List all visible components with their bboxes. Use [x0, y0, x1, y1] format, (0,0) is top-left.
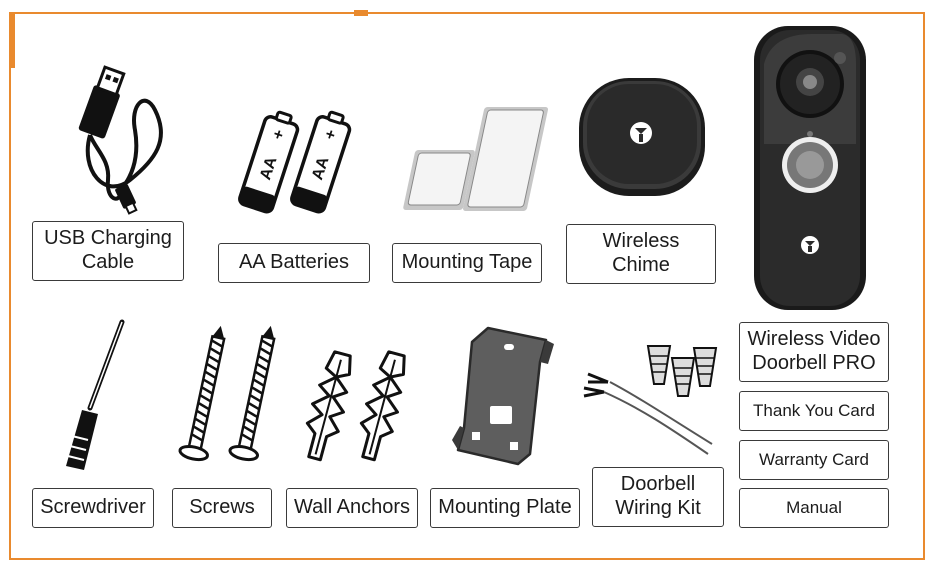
screwdriver-label: Screwdriver	[32, 488, 154, 528]
mounting-plate-icon	[452, 326, 554, 466]
warranty-card-label: Warranty Card	[739, 440, 889, 480]
page-frame	[9, 12, 925, 560]
battery-type-mark: AA	[309, 154, 332, 182]
thank-you-card-label: Thank You Card	[739, 391, 889, 431]
aa-batteries-icon: + AA + AA	[238, 110, 352, 214]
mounting-tape-label: Mounting Tape	[392, 243, 542, 283]
accent-bar-left	[9, 12, 15, 68]
screws-label: Screws	[172, 488, 272, 528]
accent-bar-top	[354, 10, 368, 16]
video-doorbell-icon	[754, 26, 866, 310]
wiring-kit-icon	[583, 345, 718, 455]
battery-type-mark: AA	[257, 154, 280, 182]
manual-label: Manual	[739, 488, 889, 528]
mounting-tape-icon	[403, 107, 549, 211]
screws-icon	[178, 325, 276, 462]
usb-charging-cable-label: USB Charging Cable	[32, 221, 184, 281]
screwdriver-icon	[66, 319, 125, 470]
wireless-chime-icon	[579, 78, 705, 196]
wall-anchors-icon	[305, 350, 406, 462]
aa-batteries-label: AA Batteries	[218, 243, 370, 283]
wireless-chime-label: Wireless Chime	[566, 224, 716, 284]
wiring-kit-label: Doorbell Wiring Kit	[592, 467, 724, 527]
wall-anchors-label: Wall Anchors	[286, 488, 418, 528]
mounting-plate-label: Mounting Plate	[430, 488, 580, 528]
usb-cable-icon	[78, 65, 163, 215]
doorbell-label: Wireless Video Doorbell PRO	[739, 322, 889, 382]
